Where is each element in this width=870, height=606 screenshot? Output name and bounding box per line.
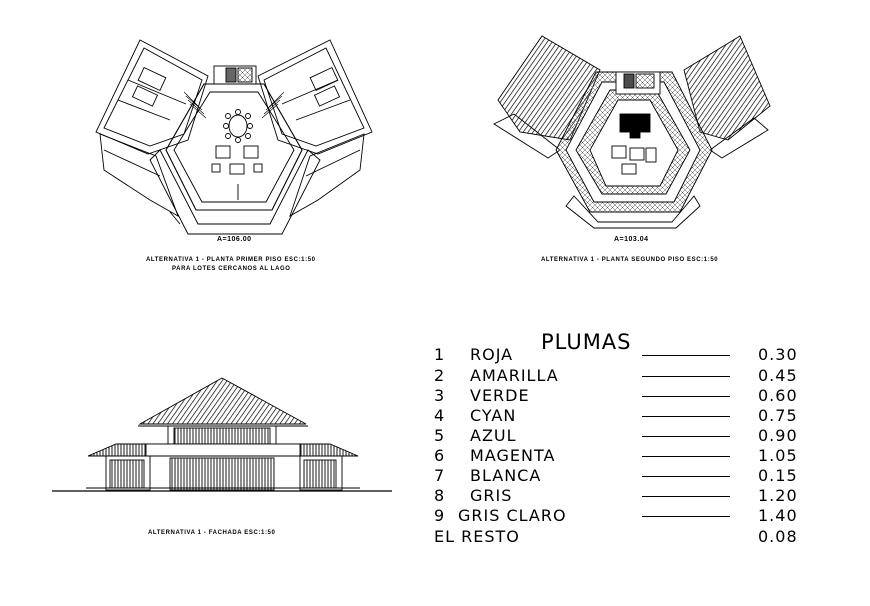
pen-width: 1.20: [758, 486, 798, 505]
plumas-row: 7 BLANCA 0.15: [434, 466, 814, 486]
pen-width: 0.15: [758, 466, 798, 485]
row-number: 9: [434, 506, 446, 525]
pen-color: GRIS CLARO: [458, 506, 567, 525]
row-number: 8: [434, 486, 446, 505]
plan-first-floor: [95, 39, 373, 235]
pen-width: 0.90: [758, 426, 798, 445]
pen-width: 0.30: [758, 345, 798, 364]
plumas-row: 3 VERDE 0.60: [434, 386, 814, 406]
row-number: 7: [434, 466, 446, 485]
pen-color: MAGENTA: [470, 446, 556, 465]
plan-first-area: A=106.00: [217, 236, 252, 243]
plumas-row: 9 GRIS CLARO 1.40: [434, 506, 814, 526]
plumas-rest-row: EL RESTO 0.08: [434, 527, 814, 547]
plumas-title: PLUMAS: [541, 330, 632, 354]
plan-second-caption: ALTERNATIVA 1 - PLANTA SEGUNDO PISO ESC:…: [541, 257, 719, 263]
row-number: 1: [434, 345, 446, 364]
pen-width: 0.60: [758, 386, 798, 405]
row-number: 6: [434, 446, 446, 465]
row-number: 2: [434, 366, 446, 385]
plumas-row: 5 AZUL 0.90: [434, 426, 814, 446]
plumas-row: 2 AMARILLA 0.45: [434, 366, 814, 386]
pen-line: [642, 416, 730, 417]
pen-line: [642, 376, 730, 377]
plumas-row: 8 GRIS 1.20: [434, 486, 814, 506]
plan-second-area: A=103.04: [614, 236, 649, 243]
pen-line: [642, 516, 730, 517]
pen-color: CYAN: [470, 406, 517, 425]
plan-first-caption: ALTERNATIVA 1 - PLANTA PRIMER PISO ESC:1…: [146, 257, 316, 263]
rest-label: EL RESTO: [434, 527, 520, 546]
pen-width: 0.75: [758, 406, 798, 425]
plan-first-subcaption: PARA LOTES CERCANOS AL LAGO: [172, 266, 291, 272]
pen-line: [642, 496, 730, 497]
row-number: 3: [434, 386, 446, 405]
pen-line: [642, 396, 730, 397]
facade-elevation: [52, 377, 392, 492]
pen-color: VERDE: [470, 386, 530, 405]
pen-width: 0.45: [758, 366, 798, 385]
pen-color: GRIS: [470, 486, 513, 505]
pen-width: 1.40: [758, 506, 798, 525]
pen-line: [642, 436, 730, 437]
plan-second-floor: [493, 35, 771, 229]
pen-color: AMARILLA: [470, 366, 559, 385]
row-number: 5: [434, 426, 446, 445]
rest-width: 0.08: [758, 527, 798, 546]
pen-line: [642, 456, 730, 457]
pen-color: ROJA: [470, 345, 514, 364]
plumas-row: 4 CYAN 0.75: [434, 406, 814, 426]
plumas-row: 1 ROJA 0.30: [434, 345, 814, 365]
plumas-row: 6 MAGENTA 1.05: [434, 446, 814, 466]
pen-line: [642, 355, 730, 356]
pen-color: AZUL: [470, 426, 517, 445]
pen-line: [642, 476, 730, 477]
facade-caption: ALTERNATIVA 1 - FACHADA ESC:1:50: [148, 530, 276, 536]
pen-width: 1.05: [758, 446, 798, 465]
row-number: 4: [434, 406, 446, 425]
pen-color: BLANCA: [470, 466, 542, 485]
